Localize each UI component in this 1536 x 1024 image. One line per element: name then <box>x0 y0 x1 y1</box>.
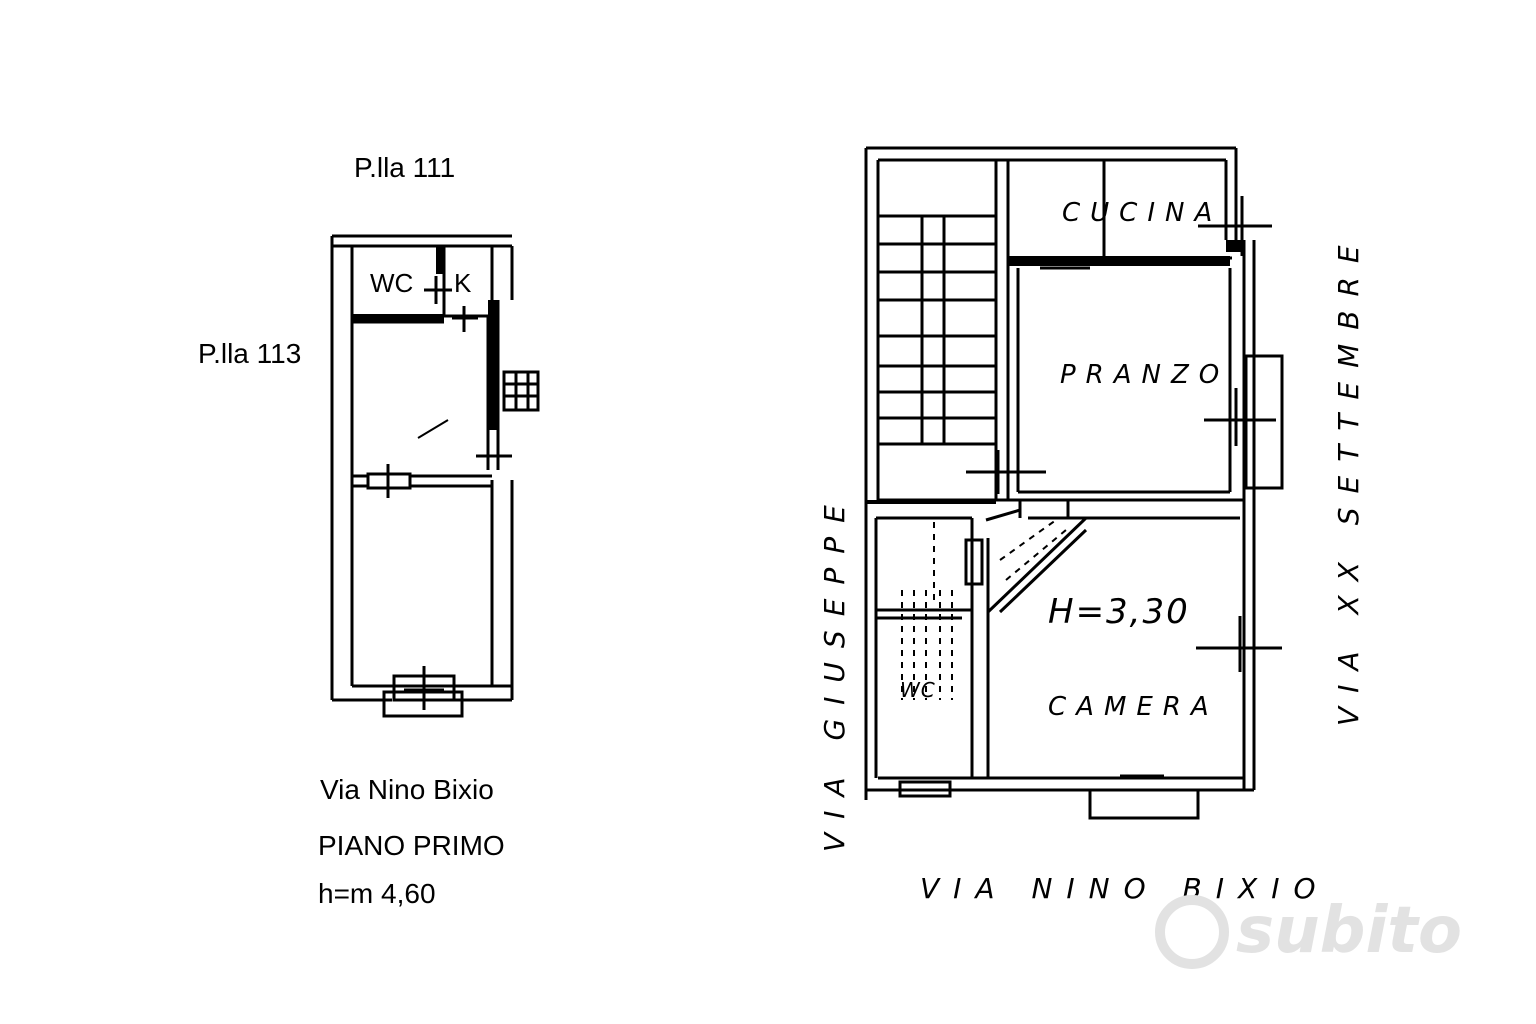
height-label: h=m 4,60 <box>318 878 436 909</box>
room-k-label: K <box>454 268 472 298</box>
parcel-left-label: P.lla 113 <box>198 338 302 369</box>
parcel-top-label: P.lla 111 <box>354 152 456 183</box>
floor-label: PIANO PRIMO <box>318 830 505 861</box>
street-bottom-label: VIA NINO BIXIO <box>920 872 1330 905</box>
room-wc-label: WC <box>370 268 414 298</box>
room-wc-label-right: WC <box>900 678 936 702</box>
height-label-right: H=3,30 <box>1048 592 1190 632</box>
street-label: Via Nino Bixio <box>320 774 494 805</box>
watermark-logo: subito <box>1236 894 1462 968</box>
room-dining-label: PRANZO <box>1060 360 1230 390</box>
room-kitchen-label: CUCINA <box>1062 198 1223 228</box>
room-bedroom-label: CAMERA <box>1048 692 1219 722</box>
